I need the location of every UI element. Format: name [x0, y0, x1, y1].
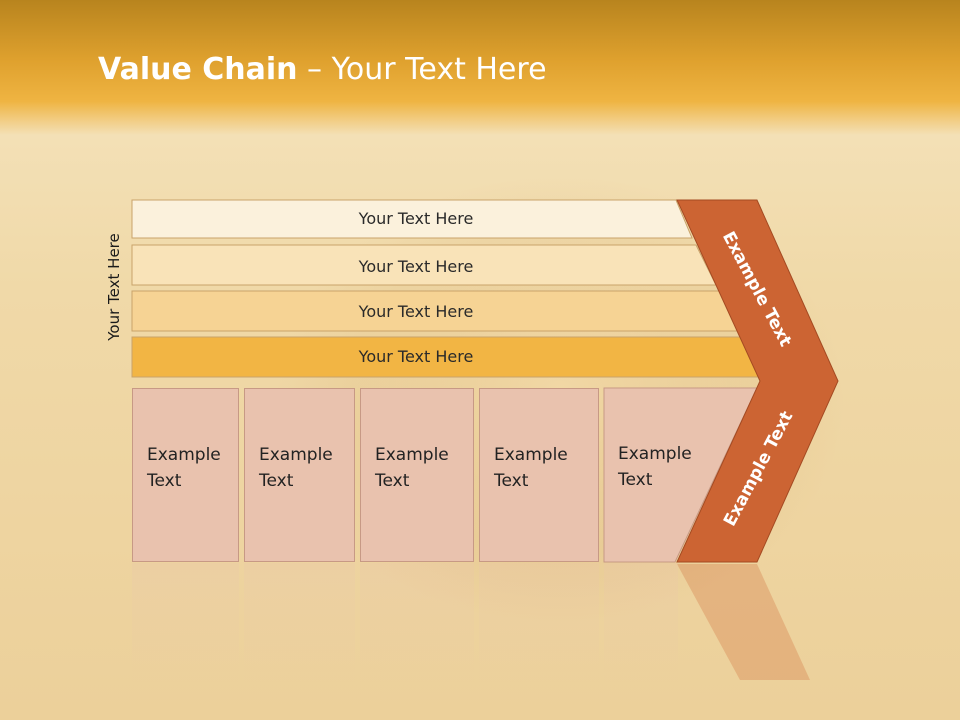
title-bar: [0, 0, 960, 135]
box-5-reflection: [604, 563, 678, 683]
chevron-arrow: [676, 199, 839, 563]
bar-3-label: Your Text Here: [358, 302, 474, 321]
title-rest: – Your Text Here: [297, 52, 547, 87]
bar-1-label: Your Text Here: [358, 209, 474, 228]
bar-1: [131, 199, 693, 239]
bar-4-label: Your Text Here: [358, 347, 474, 366]
box-4-reflection: [479, 563, 599, 683]
box-1-reflection: [132, 563, 239, 683]
slide-title: Value Chain – Your Text Here: [98, 52, 547, 87]
box-2-reflection: [244, 563, 355, 683]
bar-2-label: Your Text Here: [358, 257, 474, 276]
box-5-shape: [603, 387, 758, 563]
title-bold: Value Chain: [98, 52, 298, 87]
box-3-reflection: [360, 563, 474, 683]
chevron-reflection: [677, 564, 810, 680]
